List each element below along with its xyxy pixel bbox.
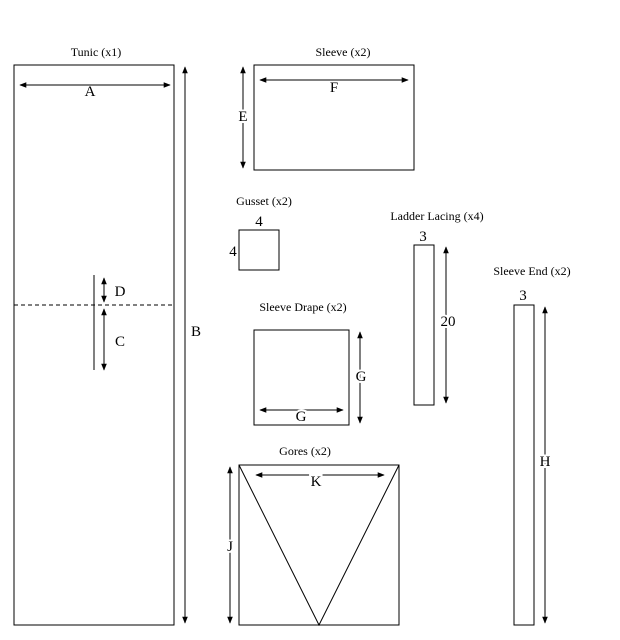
sleeve-end-title: Sleeve End (x2)	[493, 264, 570, 278]
gusset-title: Gusset (x2)	[236, 194, 292, 208]
tunic-width-label: A	[85, 84, 96, 100]
sleeve-piece: Sleeve (x2) F E	[236, 45, 415, 171]
ladder-lacing-length-value: 20	[441, 314, 456, 330]
tunic-piece: Tunic (x1) A D C B	[13, 45, 201, 626]
sleeve-drape-width-label: G	[296, 409, 307, 425]
sleeve-outline	[253, 64, 415, 171]
gusset-side-value: 4	[229, 244, 237, 260]
sleeve-end-outline	[513, 304, 535, 626]
sleeve-end-length-label: H	[540, 454, 551, 470]
gores-triangle	[238, 464, 400, 627]
gusset-top-value: 4	[255, 214, 263, 230]
sleeve-drape-height-label: G	[356, 369, 367, 385]
sleeve-drape-outline	[253, 329, 350, 426]
sleeve-drape-piece: Sleeve Drape (x2) G G	[253, 300, 369, 427]
ladder-lacing-piece: Ladder Lacing (x4) 3 20	[390, 209, 484, 406]
tunic-outline	[13, 64, 175, 626]
ladder-lacing-title: Ladder Lacing (x4)	[390, 209, 483, 223]
tunic-upper-label: D	[115, 284, 126, 300]
ladder-lacing-outline	[413, 244, 435, 406]
sleeve-title: Sleeve (x2)	[316, 45, 371, 59]
sleeve-drape-title: Sleeve Drape (x2)	[259, 300, 346, 314]
sleeve-end-piece: Sleeve End (x2) 3 H	[493, 264, 571, 626]
gores-title: Gores (x2)	[279, 444, 331, 458]
gores-height-label: J	[227, 539, 233, 555]
ladder-lacing-top-value: 3	[419, 229, 427, 245]
sleeve-end-top-value: 3	[519, 288, 527, 304]
gores-piece: Gores (x2) K J	[225, 444, 400, 627]
tunic-length-label: B	[191, 324, 201, 340]
tunic-lower-label: C	[115, 334, 125, 350]
gores-width-label: K	[311, 474, 322, 490]
sleeve-width-label: F	[330, 80, 338, 96]
gusset-piece: Gusset (x2) 4 4	[229, 194, 292, 271]
gusset-outline	[238, 229, 280, 271]
tunic-title: Tunic (x1)	[71, 45, 122, 59]
sleeve-height-label: E	[238, 109, 247, 125]
